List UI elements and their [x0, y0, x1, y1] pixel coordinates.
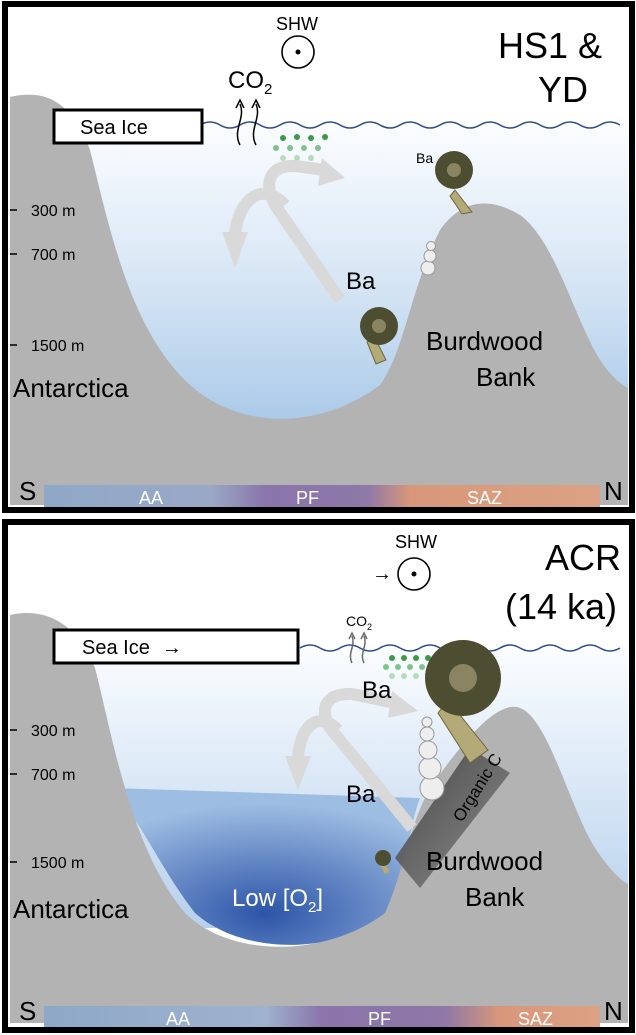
ba-label-upper: Ba [362, 677, 392, 704]
continent-label: Antarctica [13, 373, 129, 403]
zone-pf-label: PF [296, 488, 319, 508]
panel-acr: Sea Ice→ CO2 SHW → ACR (14 ka) 300 m 700… [0, 518, 636, 1035]
frontal-zone-bar [44, 485, 600, 507]
co2-label: CO2 [346, 613, 372, 632]
phytoplankton-dots [273, 134, 328, 161]
svg-text:1500 m: 1500 m [31, 338, 84, 355]
ba-label: Ba [346, 268, 376, 295]
low-oxygen-water [110, 788, 420, 945]
sea-surface-line [199, 121, 621, 129]
co2-label: CO2 [228, 67, 272, 98]
upwelling-arrow-icon [229, 160, 345, 304]
low-oxygen-label: Low [O2] [232, 885, 323, 916]
north-label: N [604, 476, 623, 506]
co2-arrow-icon [361, 635, 366, 664]
zone-pf-label: PF [368, 1009, 391, 1029]
ba-small-label: Ba [416, 150, 433, 166]
shw-label: SHW [395, 532, 437, 552]
bank-label-line2: Bank [465, 882, 525, 912]
coral-icon-lower [360, 307, 398, 365]
bank-label-line2: Bank [476, 362, 536, 392]
frontal-zone-bar [44, 1006, 600, 1028]
sea-ice-slab [52, 108, 204, 145]
phytoplankton-dots [383, 655, 431, 679]
upwelling-arrow-icon [292, 687, 417, 832]
panel-title-line2: (14 ka) [505, 586, 617, 627]
co2-arrow-icon [236, 103, 243, 146]
continent-label: Antarctica [13, 894, 129, 924]
panel-hs1-yd: Sea Ice CO2 SHW HS1 & YD 300 m 700 m 150… [0, 0, 636, 515]
zone-saz-label: SAZ [467, 488, 502, 508]
depth-scale: 300 m 700 m 1500 m [10, 723, 84, 872]
co2-arrow-icon [349, 635, 354, 664]
svg-text:300 m: 300 m [31, 723, 75, 740]
depth-scale: 300 m 700 m 1500 m [10, 203, 84, 355]
shw-label: SHW [276, 14, 318, 34]
zone-aa-label: AA [166, 1009, 190, 1029]
zone-saz-label: SAZ [518, 1009, 553, 1029]
svg-text:700 m: 700 m [31, 247, 75, 264]
sea-ice-label: Sea Ice→ [82, 637, 182, 659]
antarctica-landmass [10, 94, 628, 505]
svg-text:1500 m: 1500 m [31, 855, 84, 872]
panel-frame [2, 1, 635, 513]
panel-frame [2, 519, 635, 1033]
svg-text:300 m: 300 m [31, 203, 75, 220]
sea-ice-slab [52, 628, 300, 665]
coral-icon-small [375, 850, 391, 874]
bank-label-line1: Burdwood [426, 846, 543, 876]
svg-text:700 m: 700 m [31, 767, 75, 784]
north-label: N [604, 996, 623, 1026]
organic-carbon-plume [395, 748, 510, 888]
foraminifera-icon [418, 716, 445, 801]
antarctica-landmass [10, 613, 628, 1023]
ba-label-lower: Ba [346, 781, 376, 808]
zone-aa-label: AA [139, 488, 163, 508]
foraminifera-icon [420, 241, 437, 276]
sea-ice-label: Sea Ice [80, 117, 148, 139]
south-label: S [19, 996, 36, 1026]
south-label: S [19, 476, 36, 506]
panel-title: HS1 & [498, 25, 602, 66]
co2-arrow-icon [252, 103, 259, 146]
panel-title: ACR [545, 537, 621, 578]
bank-label-line1: Burdwood [426, 326, 543, 356]
coral-icon-large [425, 640, 501, 764]
coral-icon-upper [435, 151, 473, 215]
panel-title-line2: YD [538, 69, 588, 110]
wind-arrow-icon: → [372, 563, 392, 585]
